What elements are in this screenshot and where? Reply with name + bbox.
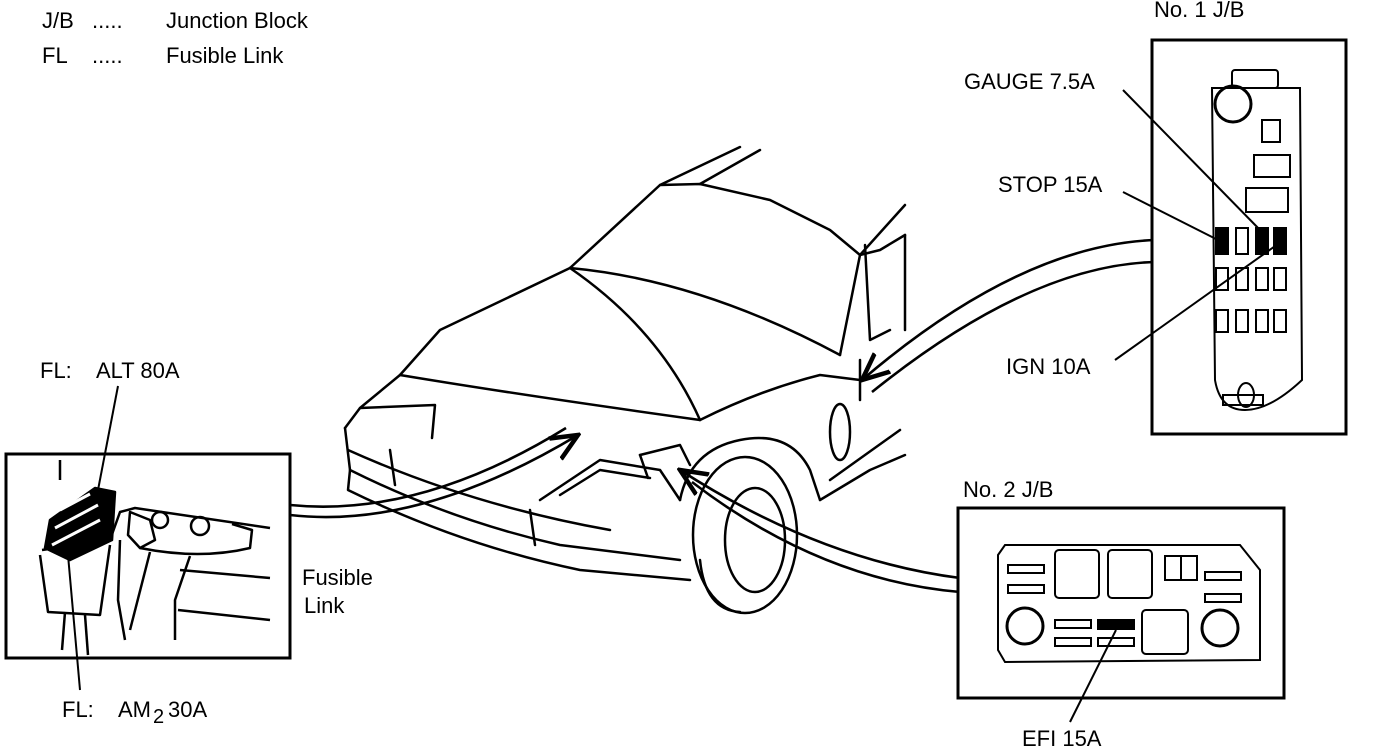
car-illustration — [343, 145, 907, 615]
jb1-ign-label: IGN 10A — [1006, 354, 1091, 379]
legend-meaning-fl: Fusible Link — [166, 43, 284, 68]
fl-alt-leader-line — [97, 385, 119, 491]
jb2-fuse-block — [997, 544, 1261, 664]
fl-am2-name: AM — [118, 697, 151, 722]
jb1-fuse-block — [1210, 69, 1304, 412]
legend-dots-fl: ..... — [92, 43, 123, 68]
fl-am2-leader-line — [67, 554, 81, 691]
jb1-title: No. 1 J/B — [1154, 0, 1244, 22]
jb2-efi-label: EFI 15A — [1022, 726, 1102, 750]
pointer-arrows — [289, 238, 1156, 594]
legend-meaning-jb: Junction Block — [166, 8, 309, 33]
jb2-panel: No. 2 J/B EFI 15A — [956, 477, 1286, 750]
jb2-leader-line — [1069, 629, 1117, 723]
jb1-leader-lines — [1114, 89, 1279, 361]
jb1-stop-label: STOP 15A — [998, 172, 1103, 197]
arrow-jb1-to-car — [862, 238, 1156, 380]
legend: J/B ..... Junction Block FL ..... Fusibl… — [42, 8, 309, 68]
fusible-link-illustration — [38, 460, 271, 656]
jb2-title: No. 2 J/B — [963, 477, 1053, 502]
fl-alt-label: ALT 80A — [96, 358, 180, 383]
fl-am2-value: 30A — [168, 697, 207, 722]
legend-abbr-jb: J/B — [42, 8, 74, 33]
fusible-link-caption-line2: Link — [304, 593, 345, 618]
fusible-link-panel — [4, 385, 292, 691]
legend-dots-jb: ..... — [92, 8, 123, 33]
jb1-gauge-label: GAUGE 7.5A — [964, 69, 1095, 94]
legend-abbr-fl: FL — [42, 43, 68, 68]
arrow-jb2-to-car — [680, 470, 961, 580]
fusible-link-caption-line1: Fusible — [302, 565, 373, 590]
fl-am2-prefix: FL: — [62, 697, 94, 722]
fl-alt-prefix: FL: — [40, 358, 72, 383]
fl-am2-subscript: 2 — [153, 706, 164, 728]
jb1-fuses — [1215, 227, 1287, 333]
jb1-panel: No. 1 J/B — [964, 0, 1348, 436]
arrow-fl-to-engine — [289, 435, 578, 519]
